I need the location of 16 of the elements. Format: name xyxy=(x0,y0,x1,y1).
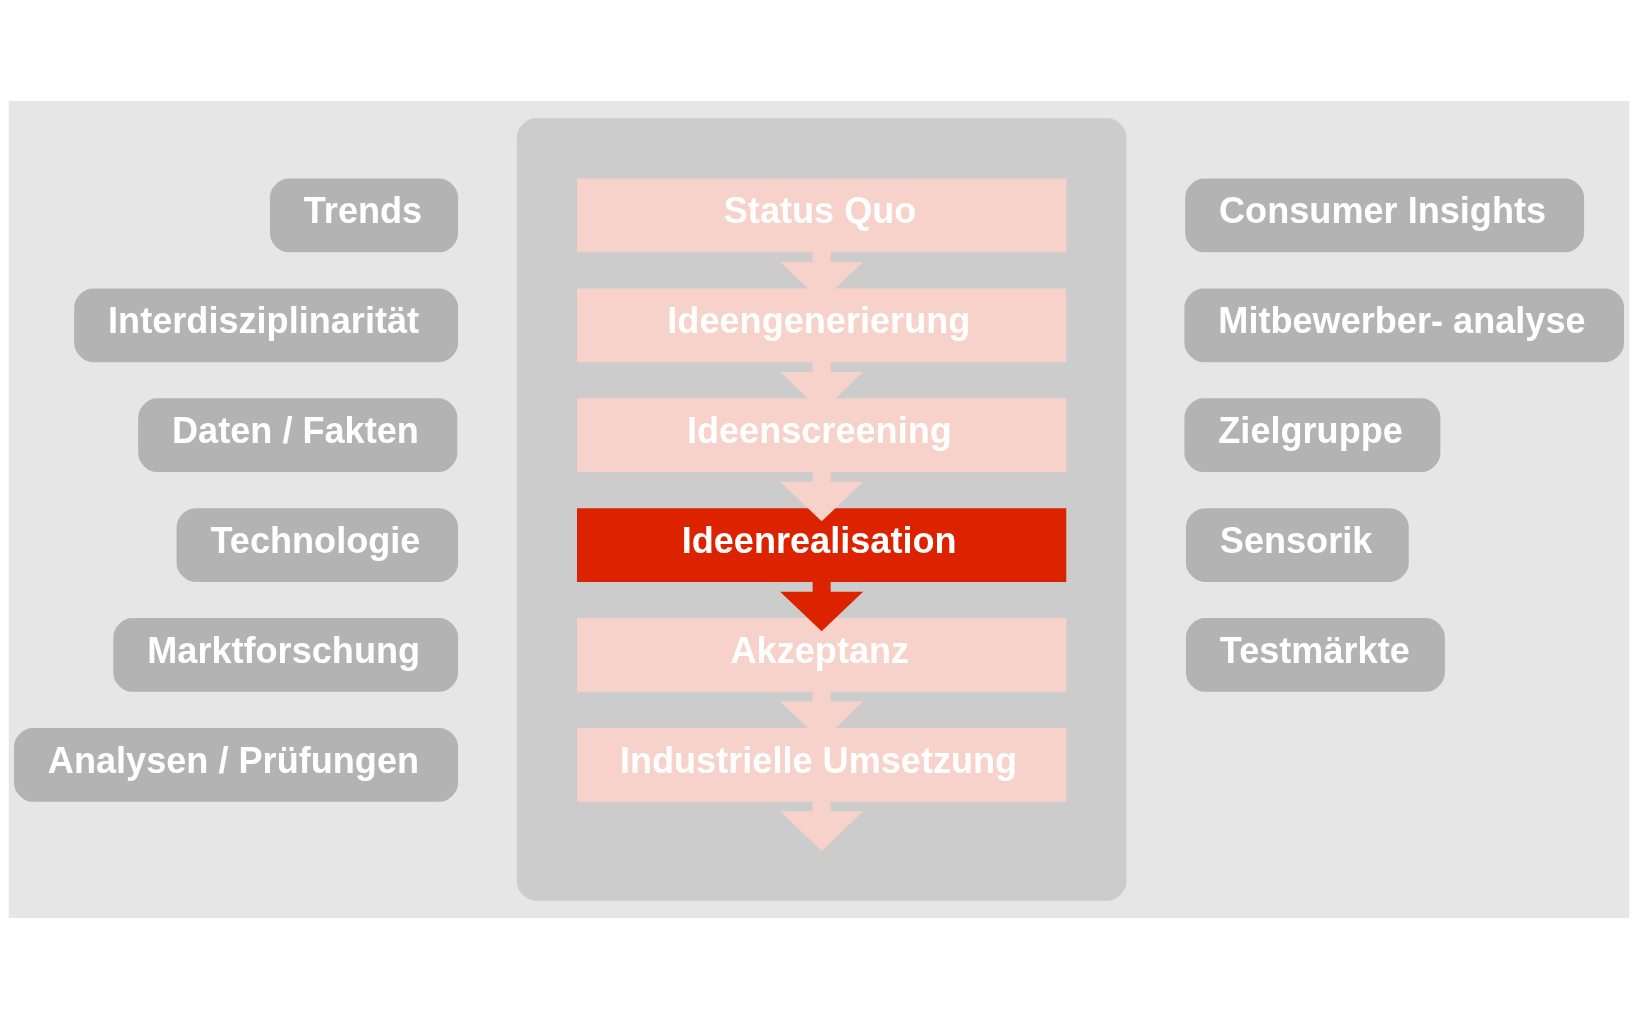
arrow xyxy=(780,581,864,631)
arrow xyxy=(780,800,864,851)
node-box: Daten / Fakten xyxy=(138,397,458,472)
node-box: Zielgruppe xyxy=(1184,397,1441,472)
node-box: Trends xyxy=(269,178,459,252)
node-box: Analysen / Prüfungen xyxy=(14,727,459,802)
node-box: Sensorik xyxy=(1185,507,1409,582)
node-box: Technologie xyxy=(176,507,459,582)
node-box: Consumer Insights xyxy=(1185,178,1585,252)
node-box: Ideenrealisation xyxy=(577,507,1067,582)
node-box: Marktforschung xyxy=(113,617,459,692)
node-box: Testmärkte xyxy=(1185,617,1445,692)
node-box: Interdisziplinarität xyxy=(74,287,459,362)
cluster xyxy=(516,117,1127,901)
node-box: Mitbewerber- analyse xyxy=(1184,287,1624,362)
arrow xyxy=(780,471,864,521)
